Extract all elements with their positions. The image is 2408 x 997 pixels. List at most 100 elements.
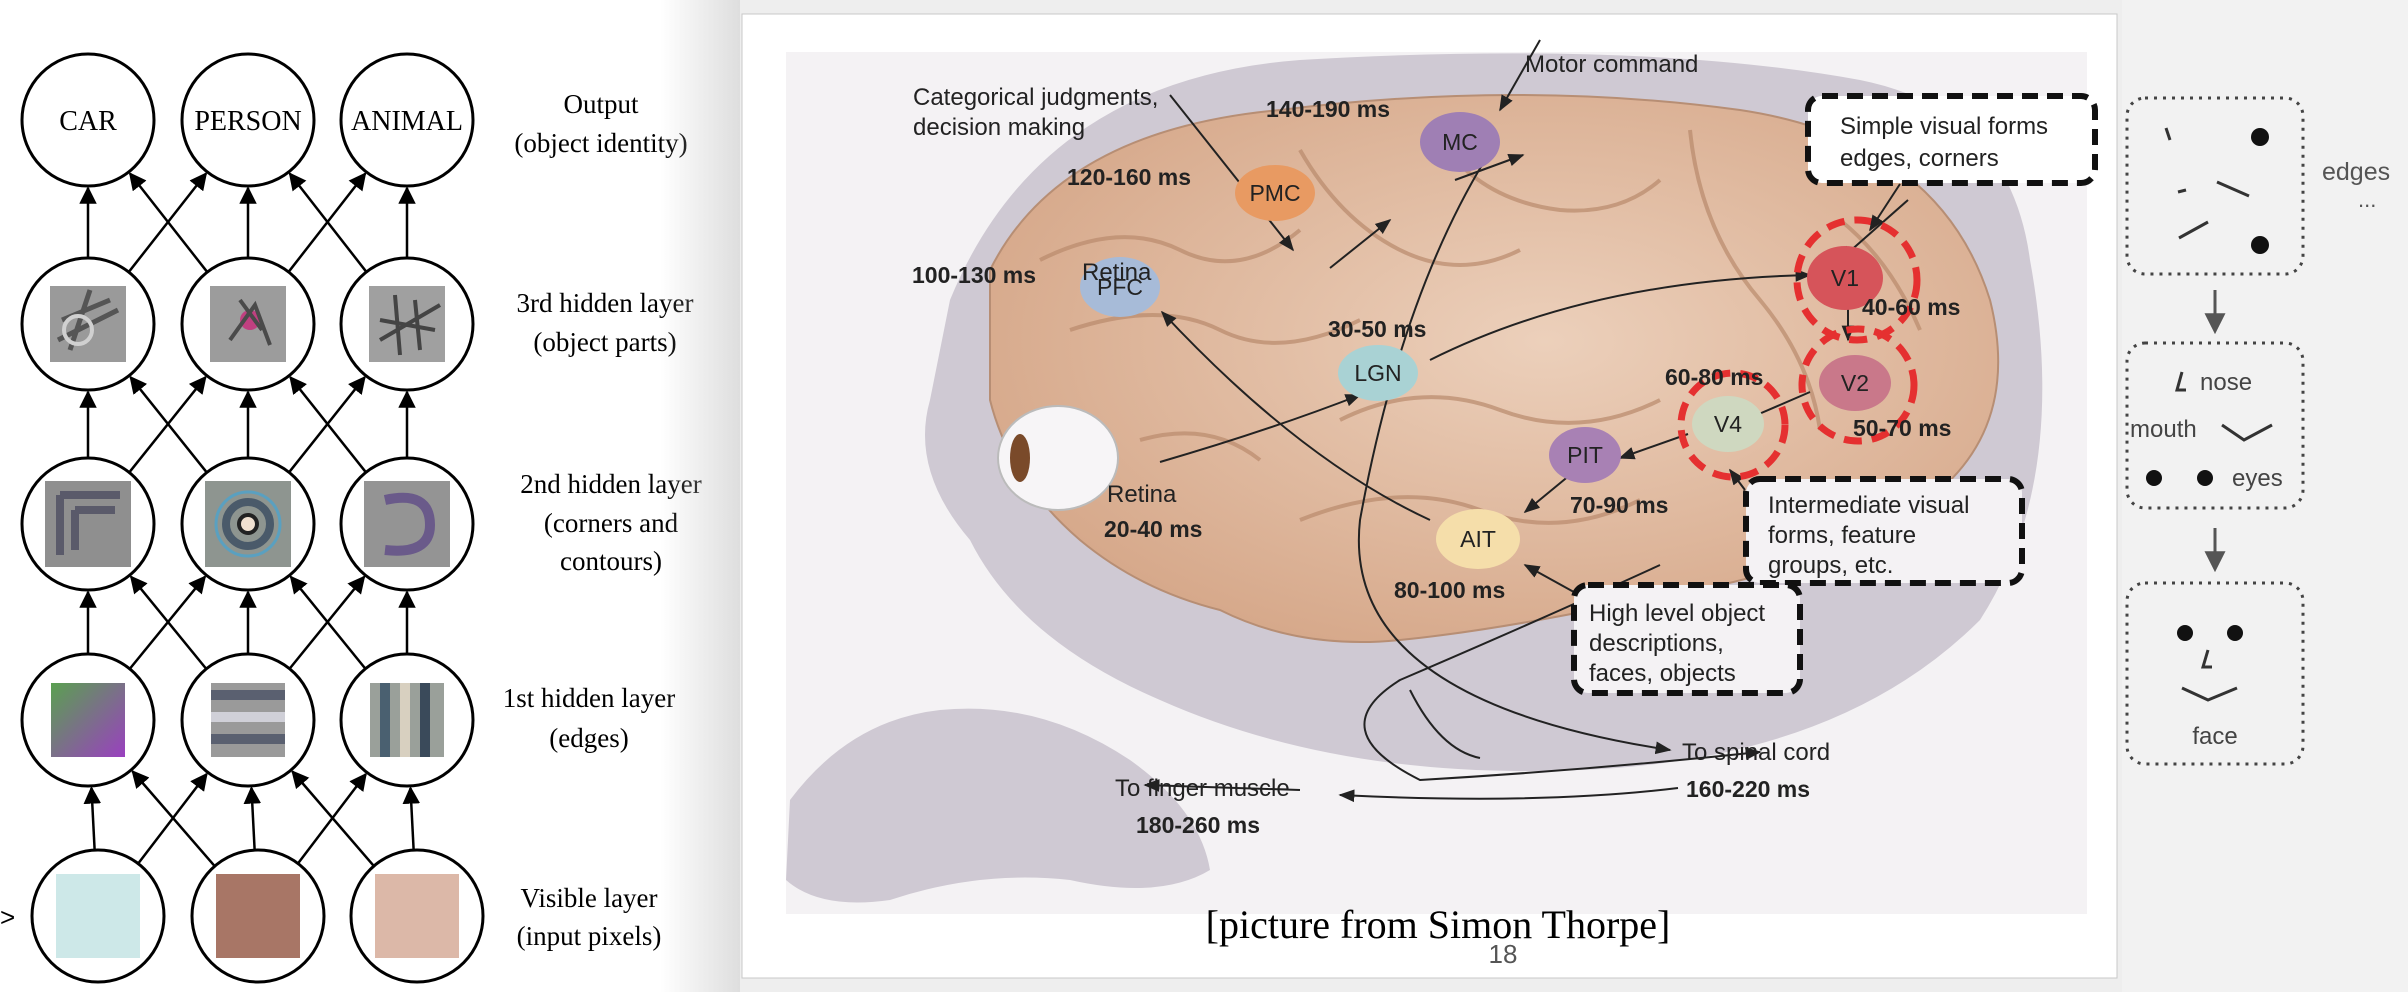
region-v4-label: V4 [1714,411,1742,437]
high-level-box [1571,582,1803,696]
region-v2 [1819,355,1891,411]
timing-lgn: 30-50 ms [1328,316,1426,342]
eye-icon [2177,625,2193,641]
layer-desc-hidden2-line2: contours) [560,546,662,576]
edge-feature-image [211,683,285,757]
region-pfc [1080,257,1160,317]
layer-labels: Output (object identity) 3rd hidden laye… [503,89,702,951]
high-level-line3: faces, objects [1589,660,1736,687]
timing-labels: 140-190 ms 120-160 ms 100-130 ms 30-50 m… [912,96,1960,838]
mouth-icon [2181,686,2238,702]
layer-desc-output: (object identity) [514,128,687,158]
contour-feature-image [205,481,291,567]
layer-desc-visible: (input pixels) [517,921,662,951]
timing-v1: 40-60 ms [1862,294,1960,320]
corner-feature-image [45,481,131,567]
edge-feature-image [51,683,125,757]
region-pit-label: PIT [1567,442,1603,468]
brain-regions: MC PMC PFC LGN V1 V2 V4 PIT AIT [1080,112,1891,569]
timing-v4: 60-80 ms [1665,364,1763,390]
edges-box [2125,96,2305,276]
network-connection-arrow [289,375,367,474]
spinal-cord-label: To spinal cord [1682,739,1830,766]
network-connection-arrow [129,375,208,474]
edges-ellipsis: ... [2358,187,2376,212]
hidden-layer-3 [20,256,475,392]
intermediate-forms-box [1743,476,2025,586]
edge-strokes [2164,127,2250,240]
node-person [180,52,316,188]
contour-feature-image [364,481,450,567]
retina-name: Retina [1107,481,1177,508]
object-part-feature-image [50,286,126,362]
region-pmc-label: PMC [1249,180,1300,206]
network-connection-arrow [291,770,375,867]
network-diagram: CAR PERSON ANIMAL [0,52,702,984]
region-ait-label: AIT [1460,526,1496,552]
network-connection-arrow [83,786,102,851]
mouth-label: mouth [2130,416,2197,443]
pathway-arrows [1143,39,1909,803]
region-mc-label: MC [1442,129,1478,155]
eyes-label: eyes [2232,465,2283,492]
layer-desc-hidden1: (edges) [549,723,628,753]
region-ait [1436,509,1520,569]
timing-pmc: 120-160 ms [1067,164,1191,190]
eye-icon [2227,625,2243,641]
simple-forms-box [1805,93,2098,186]
edge-feature-image [370,683,444,757]
input-pixel [375,874,459,958]
object-part-feature-image [210,286,286,362]
timing-retina: 20-40 ms [1104,516,1202,542]
input-pixel [216,874,300,958]
network-panel: CAR PERSON ANIMAL [0,0,720,992]
network-connection-arrow [288,172,368,273]
timing-pit: 70-90 ms [1570,492,1668,518]
eye-illustration [997,405,1119,511]
layer-label-hidden1: 1st hidden layer [503,683,675,713]
region-pmc [1235,165,1315,221]
hidden-layer-2 [20,456,475,592]
node-car-label: CAR [59,106,117,137]
output-layer: CAR PERSON ANIMAL [20,52,475,188]
finger-muscle-label: To finger muscle [1115,775,1290,802]
network-connection-arrow [402,786,421,851]
timing-ait: 80-100 ms [1394,577,1505,603]
motor-command-label: Motor command [1525,51,1698,78]
mouth-icon [2221,423,2273,442]
feature-hierarchy: edges ... nose mouth eyes face [2125,96,2390,766]
layer-label-visible: Visible layer [520,883,657,913]
region-pit [1549,427,1621,483]
annotation-boxes: Simple visual forms edges, corners Inter… [1571,93,2098,696]
timing-pfc: 100-130 ms [912,262,1036,288]
timing-finger: 180-260 ms [1136,812,1260,838]
nose-icon [2175,371,2186,392]
simple-forms-line1: Simple visual forms [1840,113,2048,140]
network-connection-arrow [128,172,209,273]
region-lgn-label: LGN [1354,360,1401,386]
page-number: 18 [1489,939,1518,969]
categorical-label-line1: Categorical judgments, [913,84,1158,111]
highlight-circles [1677,216,1921,481]
layer-label-output: Output [563,89,639,119]
partial-arrow-glyph: > [0,902,15,932]
layer-desc-hidden2-line1: (corners and [544,508,679,538]
brain-sulci [1039,129,1922,525]
eye-icon [2146,470,2162,486]
categorical-label-line2: decision making [913,114,1085,141]
region-pfc-label: PFC [1097,274,1143,300]
region-lgn [1338,345,1418,401]
timing-mc: 140-190 ms [1266,96,1390,122]
dot-icon [2251,128,2269,146]
retina-label: Retina [1082,259,1152,286]
simple-forms-line2: edges, corners [1840,145,1999,172]
network-connection-arrow [129,575,208,670]
slide-frame: MC PMC PFC LGN V1 V2 V4 PIT AIT Motor co… [740,0,2135,992]
network-connection-arrow [131,770,216,867]
high-level-line1: High level object [1589,600,1765,627]
intermediate-line2: forms, feature [1768,522,1916,549]
intermediate-line3: groups, etc. [1768,552,1893,579]
network-connection-arrow [289,575,367,670]
nose-icon [2200,649,2212,669]
hidden-layer-1 [20,652,475,788]
